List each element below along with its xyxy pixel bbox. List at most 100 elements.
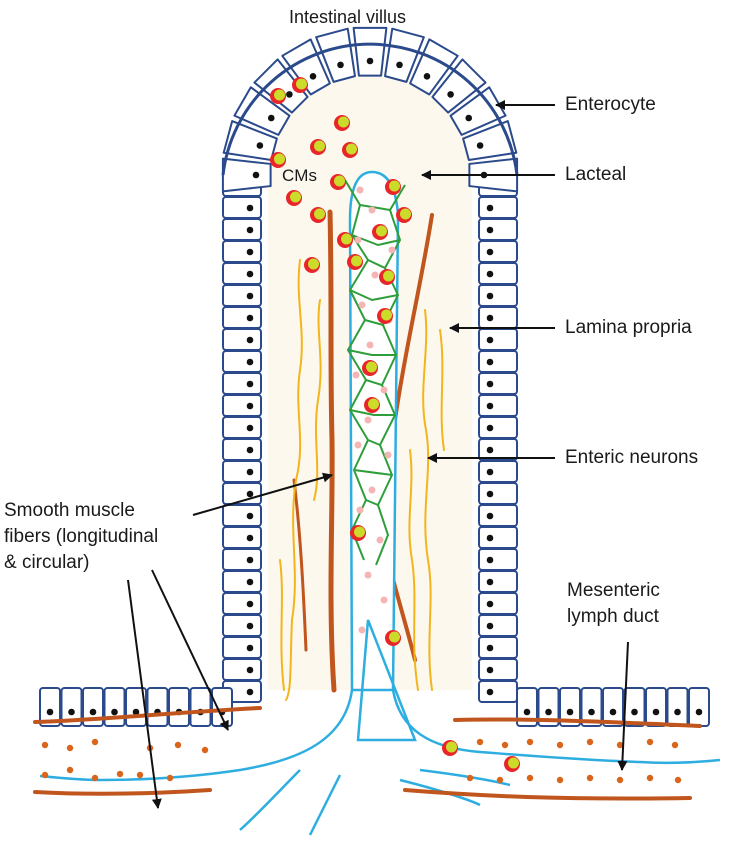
chylomicron-icon	[350, 525, 366, 541]
enterocyte-cell	[478, 196, 518, 219]
muscle-nucleus	[586, 738, 594, 746]
chylomicron-icon	[330, 174, 346, 190]
nucleus	[486, 556, 494, 564]
muscle-nuclei	[41, 738, 682, 784]
chylomicron-icon	[310, 207, 326, 223]
chylomicron-icon	[337, 232, 353, 248]
enterocyte-cell	[478, 416, 518, 439]
muscle-nucleus	[556, 741, 564, 749]
enterocyte-cell	[222, 240, 262, 263]
nucleus	[465, 114, 473, 122]
nucleus	[246, 336, 254, 344]
label-mesenteric-lymph-duct: Mesenteric lymph duct	[567, 580, 660, 627]
lymph-dot	[366, 341, 374, 349]
enterocyte-cell	[478, 680, 518, 703]
nucleus	[588, 708, 595, 716]
enterocyte-cell	[688, 687, 710, 727]
nucleus	[695, 708, 703, 716]
nucleus	[486, 490, 494, 498]
nucleus	[486, 336, 494, 344]
base-muscle-layers	[33, 706, 702, 801]
muscle-nucleus	[496, 776, 504, 784]
enterocyte-cell	[222, 570, 262, 593]
nucleus	[246, 688, 254, 696]
muscle-nucleus	[526, 774, 534, 782]
chylomicron-icon	[504, 756, 520, 772]
nucleus	[46, 708, 54, 716]
muscle-nucleus	[501, 741, 509, 749]
enterocyte-cell	[478, 526, 518, 549]
nucleus	[246, 402, 254, 410]
enterocyte-cell	[189, 687, 212, 727]
muscle-nucleus	[166, 774, 174, 782]
muscle-nucleus	[646, 738, 654, 746]
muscle-nucleus	[91, 774, 99, 782]
enterocyte-cell	[478, 262, 518, 285]
enterocyte-cell	[623, 687, 646, 727]
enterocyte-cell	[222, 350, 262, 373]
muscle-nucleus	[136, 771, 144, 779]
enterocyte-layer	[39, 26, 710, 727]
muscle-nucleus	[41, 741, 49, 749]
enterocyte-cell	[233, 86, 291, 136]
nucleus	[545, 708, 552, 716]
nucleus	[246, 248, 254, 256]
enterocyte-cell	[478, 636, 518, 659]
nucleus	[523, 708, 531, 716]
chylomicron-icon	[347, 254, 363, 270]
label-enterocyte: Enterocyte	[565, 94, 656, 115]
enterocyte-cell	[222, 306, 262, 329]
enterocyte-cell	[222, 548, 262, 571]
enterocyte-cell	[478, 460, 518, 483]
muscle-nucleus	[66, 744, 74, 752]
nucleus	[68, 708, 75, 716]
enterocyte-cell	[478, 372, 518, 395]
nucleus	[246, 424, 254, 432]
enterocyte-cell	[222, 592, 262, 615]
lymph-dot	[356, 506, 364, 514]
lymph-dot	[354, 236, 362, 244]
enterocyte-cell	[222, 438, 262, 461]
nucleus	[246, 622, 254, 630]
chylomicron-icon	[364, 397, 380, 413]
enterocyte-cell	[478, 548, 518, 571]
nucleus	[246, 226, 254, 234]
enterocyte-cell	[478, 328, 518, 351]
enterocyte-cell	[478, 592, 518, 615]
enterocyte-cell	[211, 687, 233, 727]
chylomicron-icon	[342, 142, 358, 158]
nucleus	[246, 666, 254, 674]
enterocyte-cell	[222, 196, 262, 219]
lymph-dot	[371, 271, 379, 279]
lymph-dot	[354, 441, 362, 449]
nucleus	[486, 204, 494, 212]
enterocyte-cell	[222, 328, 262, 351]
nucleus	[89, 708, 97, 716]
muscle-nucleus	[526, 738, 534, 746]
lymph-dot	[376, 536, 384, 544]
enterocyte-cell	[222, 526, 262, 549]
enterocyte-cell	[103, 687, 126, 727]
chylomicron-icon	[385, 179, 401, 195]
enterocyte-cell	[462, 120, 518, 161]
enterocyte-cell	[82, 687, 104, 727]
nucleus	[486, 622, 494, 630]
label-enteric-neurons: Enteric neurons	[565, 447, 699, 468]
nucleus	[246, 292, 254, 300]
enterocyte-cell	[146, 687, 169, 727]
nucleus	[337, 61, 344, 69]
nucleus	[366, 57, 374, 65]
enterocyte-cell	[222, 218, 262, 241]
enterocyte-cell	[478, 284, 518, 307]
muscle-nucleus	[674, 776, 682, 784]
enterocyte-cell	[168, 687, 190, 727]
enterocyte-cell	[222, 394, 262, 417]
nucleus	[396, 61, 403, 69]
nucleus	[486, 688, 494, 696]
enterocyte-cell	[222, 460, 262, 483]
enterocyte-cell	[559, 687, 581, 727]
diagram-title: Intestinal villus	[289, 7, 407, 27]
nucleus	[486, 446, 494, 454]
nucleus	[246, 468, 254, 476]
nucleus	[486, 424, 494, 432]
